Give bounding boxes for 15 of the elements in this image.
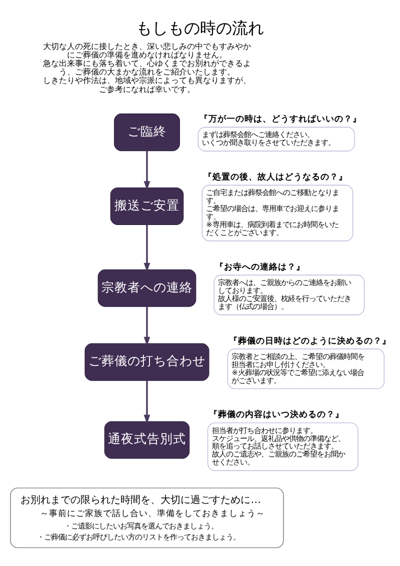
node-label: 『葬儀の内容はいつ決めるの？』: [208, 410, 344, 420]
arrow: [144, 306, 150, 346]
node-label: 『処置の後、故人はどうなるの？』: [203, 172, 348, 182]
arrow: [144, 150, 150, 190]
node-label: 『お寺への連絡は？』: [215, 262, 306, 272]
node-box: 通夜式告別式: [104, 421, 190, 459]
arrow: [144, 380, 150, 424]
node-box: ご臨終: [114, 114, 180, 152]
diagram-title: もしもの時の流れ: [136, 18, 264, 38]
node-box: 宗教者への連絡: [98, 269, 196, 307]
node-box: 搬送ご安置: [110, 187, 184, 225]
arrow: [144, 224, 150, 272]
node-box: ご葬儀の打ち合わせ: [84, 343, 210, 381]
node-label: 『葬儀の日時はどのように決めるの？』: [228, 336, 391, 346]
node-label: 『万が一の時は、どうすればいいの？』: [199, 114, 362, 124]
